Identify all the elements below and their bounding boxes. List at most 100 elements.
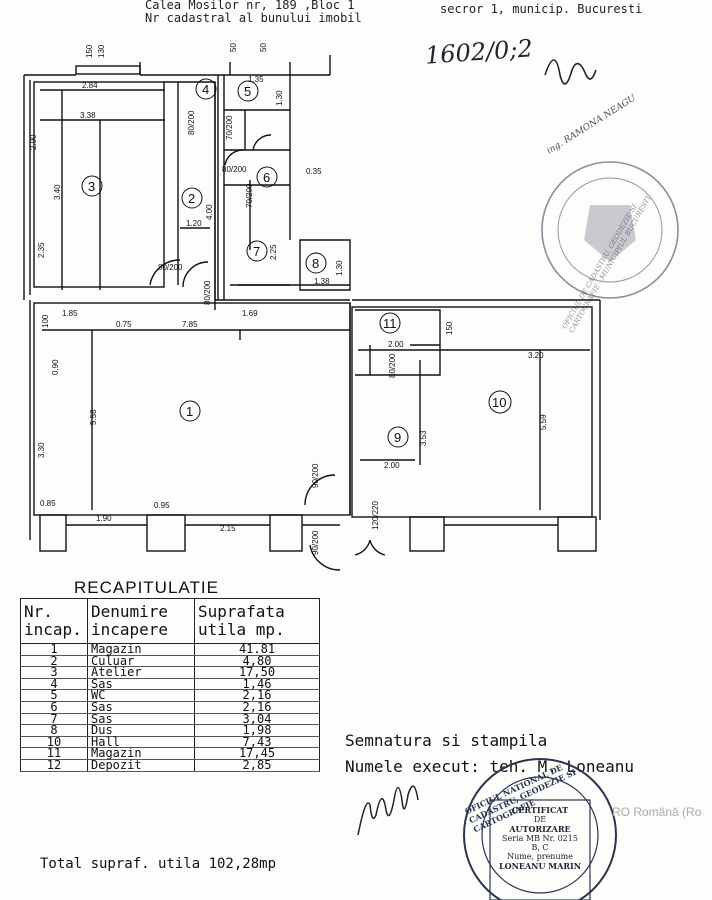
svg-text:0.90: 0.90 (51, 359, 60, 375)
svg-text:150: 150 (85, 44, 94, 58)
sector-line: secror 1, municip. Bucuresti (440, 2, 643, 16)
svg-text:5.59: 5.59 (539, 414, 548, 430)
svg-text:1.85: 1.85 (62, 309, 78, 318)
svg-text:2.35: 2.35 (37, 242, 46, 258)
svg-text:80/200: 80/200 (203, 280, 212, 305)
svg-text:3.20: 3.20 (528, 351, 544, 360)
total-area: Total supraf. utila 102,28mp (40, 856, 277, 872)
svg-text:3.38: 3.38 (80, 111, 96, 120)
floor-plan: 3 2 4 5 6 7 8 1 9 10 11 150 130 50 50 2.… (23, 43, 601, 571)
cell-area: 3,04 (194, 713, 320, 726)
svg-text:80/200: 80/200 (187, 110, 196, 135)
cell-area: 2,16 (194, 701, 320, 714)
room-number: 8 (312, 256, 319, 271)
svg-text:0.95: 0.95 (154, 501, 170, 510)
recap-title: RECAPITULATIE (74, 578, 219, 597)
svg-text:2.15: 2.15 (220, 524, 236, 533)
room-number: 1 (186, 404, 193, 419)
svg-text:1.30: 1.30 (275, 90, 284, 106)
room-number: 9 (394, 430, 401, 445)
stamp-line: CERTIFICAT (511, 805, 569, 815)
svg-text:80/200: 80/200 (222, 165, 247, 174)
cell-nr: 12 (20, 759, 88, 772)
svg-text:2.00: 2.00 (384, 461, 400, 470)
cell-area: 2,85 (194, 759, 320, 772)
room-number: 6 (263, 170, 270, 185)
address-line: Calea Mosilor nr, 189 ,Bloc 1 (145, 0, 355, 12)
room-number: 11 (383, 316, 397, 331)
signature-label: Semnatura si stampila (345, 731, 548, 750)
svg-text:5.58: 5.58 (89, 409, 98, 425)
cell-area: 41.81 (194, 643, 320, 656)
svg-text:3.53: 3.53 (419, 430, 428, 446)
stamp-line: AUTORIZARE (509, 824, 571, 834)
svg-text:0.85: 0.85 (40, 499, 56, 508)
svg-text:100: 100 (41, 314, 50, 328)
stamp-line: LONEANU MARIN (498, 861, 582, 871)
svg-text:90/200: 90/200 (311, 530, 320, 555)
svg-text:0.35: 0.35 (306, 167, 322, 176)
room-number: 5 (244, 84, 251, 99)
svg-text:50: 50 (229, 43, 238, 52)
svg-text:2.25: 2.25 (269, 244, 278, 260)
room-number: 10 (492, 395, 506, 410)
svg-text:4.00: 4.00 (205, 204, 214, 220)
svg-text:1.35: 1.35 (248, 75, 264, 84)
room-number: 3 (88, 179, 95, 194)
stamp-line: B, C (531, 843, 549, 852)
svg-text:90/200: 90/200 (311, 463, 320, 488)
svg-text:1.38: 1.38 (314, 277, 330, 286)
dimension-labels: 150 130 50 50 2.84 3.38 2.90 3.40 2.35 1… (29, 43, 548, 555)
stamp-line: Seria MB Nr. 0215 (502, 834, 578, 843)
svg-text:80/200: 80/200 (388, 353, 397, 378)
svg-text:2.90: 2.90 (29, 134, 38, 150)
svg-text:3.40: 3.40 (53, 184, 62, 200)
svg-text:130: 130 (97, 44, 106, 58)
cell-area: 4,80 (194, 655, 320, 668)
svg-text:7.85: 7.85 (182, 320, 198, 329)
stamp-line: DE (533, 815, 547, 824)
language-hint: RO Română (Ro (612, 805, 702, 819)
room-number: 4 (202, 82, 209, 97)
col-name: Denumire incapere (87, 598, 195, 644)
cell-area: 17,50 (194, 666, 320, 679)
col-nr: Nr. incap. (20, 598, 88, 644)
cell-area: 1,98 (194, 724, 320, 737)
svg-text:120/220: 120/220 (371, 501, 380, 530)
cell-area: 7,43 (194, 736, 320, 749)
svg-text:150: 150 (445, 321, 454, 335)
svg-text:1.69: 1.69 (242, 309, 258, 318)
cell-name: Depozit (87, 759, 195, 772)
svg-text:3.30: 3.30 (37, 442, 46, 458)
svg-text:70/200: 70/200 (225, 115, 234, 140)
svg-text:1.20: 1.20 (186, 219, 202, 228)
svg-text:0.75: 0.75 (116, 320, 132, 329)
room-labels: 3 2 4 5 6 7 8 1 9 10 11 (81, 78, 512, 448)
walls (23, 55, 601, 571)
room-number: 2 (188, 191, 195, 206)
cell-area: 17,45 (194, 748, 320, 760)
svg-text:2.84: 2.84 (82, 81, 98, 90)
cadastral-line: Nr cadastral al bunului imobil (145, 11, 362, 25)
col-area: Suprafata utila mp. (194, 598, 320, 644)
svg-text:2.00: 2.00 (388, 340, 404, 349)
svg-text:70/200: 70/200 (245, 183, 254, 208)
svg-text:1.90: 1.90 (96, 514, 112, 523)
stamp-box-text: CERTIFICAT DE AUTORIZARE Seria MB Nr. 02… (490, 805, 590, 871)
recap-table: Nr. incap. Denumire incapere Suprafata u… (20, 598, 320, 772)
cell-area: 2,16 (194, 690, 320, 702)
svg-text:1.30: 1.30 (335, 260, 344, 276)
svg-text:80/200: 80/200 (158, 263, 183, 272)
svg-text:50: 50 (259, 43, 268, 52)
